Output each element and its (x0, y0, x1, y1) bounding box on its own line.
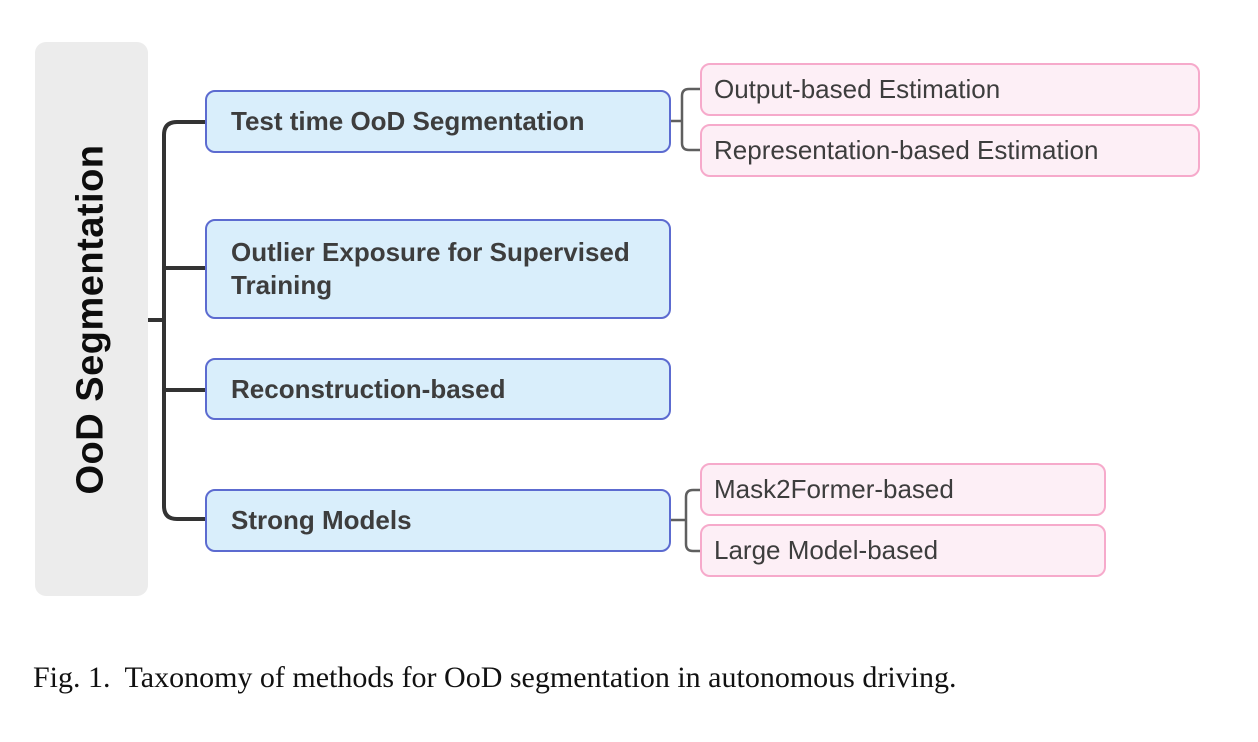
leaf-label: Mask2Former-based (714, 474, 954, 504)
leaf-box-output-based-estimation: Output-based Estimation (700, 63, 1200, 116)
leaf-box-representation-based-estimation: Representation-based Estimation (700, 124, 1200, 177)
category-label: Strong Models (231, 505, 412, 536)
figure-caption: Fig. 1. Taxonomy of methods for OoD segme… (33, 661, 1233, 695)
category-box-outlier-exposure: Outlier Exposure for Supervised Training (205, 219, 671, 319)
category-label: Outlier Exposure for Supervised Training (231, 237, 630, 300)
figure-caption-number: Fig. 1. (33, 661, 111, 694)
category-label: Reconstruction-based (231, 373, 506, 404)
leaf-box-large-model-based: Large Model-based (700, 524, 1106, 577)
leaf-label: Representation-based Estimation (714, 135, 1099, 165)
category-label: Test time OoD Segmentation (231, 106, 585, 137)
category-box-reconstruction-based: Reconstruction-based (205, 358, 671, 420)
tree-trunk-line (162, 120, 205, 521)
leaf-label: Large Model-based (714, 535, 939, 565)
root-node: OoD Segmentation (35, 42, 148, 596)
category-box-strong-models: Strong Models (205, 489, 671, 552)
figure-caption-text: Taxonomy of methods for OoD segmentation… (124, 661, 957, 694)
leaf-label: Output-based Estimation (714, 74, 1001, 104)
root-node-label: OoD Segmentation (70, 143, 112, 495)
category-box-test-time-ood-segmentation: Test time OoD Segmentation (205, 90, 671, 153)
bottom-bracket-line (684, 488, 700, 553)
top-bracket-line (680, 87, 700, 152)
leaf-box-mask2former-based: Mask2Former-based (700, 463, 1106, 516)
